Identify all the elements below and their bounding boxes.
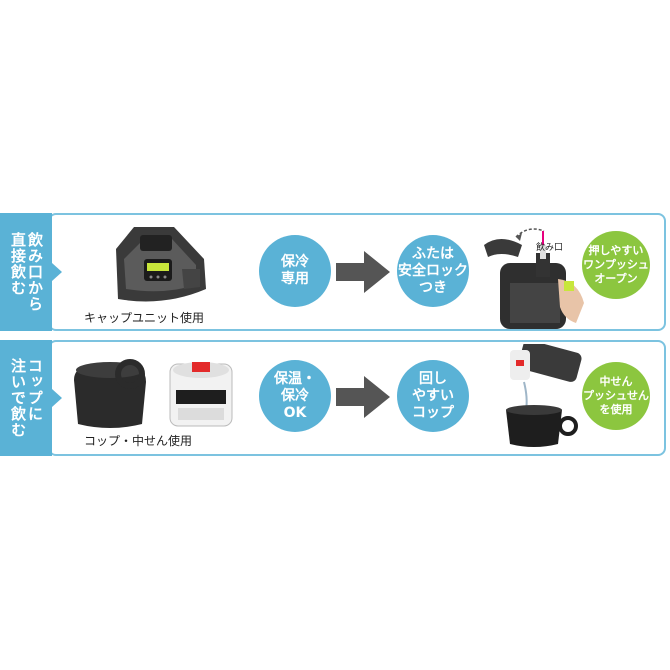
row-direct-drink: 飲み口から 直接飲む キャップユニット使用 保冷 専用 ふたは 安全ロック つき… — [0, 213, 670, 331]
arrow-right-icon — [336, 376, 390, 418]
cap-unit-image — [116, 227, 206, 302]
bottle-open-lid-image — [484, 228, 584, 329]
cup-and-stopper-image — [74, 359, 233, 428]
tab-pointer — [52, 389, 62, 407]
cup-stopper-caption: コップ・中せん使用 — [84, 434, 193, 448]
circle-hot-cold-ok: 保温・ 保冷 OK — [259, 360, 331, 432]
circle-cold-only: 保冷 専用 — [259, 235, 331, 307]
circle-safety-lock: ふたは 安全ロック つき — [397, 235, 469, 307]
tab-direct-drink: 飲み口から 直接飲む — [0, 213, 52, 331]
cap-unit-caption: キャップユニット使用 — [84, 311, 205, 325]
pouring-cup-image — [506, 344, 582, 447]
tab-direct-drink-label: 飲み口から 直接飲む — [9, 232, 44, 312]
tab-cup-drink: コップに 注いで飲む — [0, 340, 52, 456]
tab-cup-drink-label: コップに 注いで飲む — [9, 358, 44, 438]
row-cup-drink: コップに 注いで飲む コップ・中せん使用 保温・ 保冷 OK 回し やすい コッ… — [0, 340, 670, 456]
spout-label: 飲み口 — [536, 243, 564, 253]
circle-easy-cup: 回し やすい コップ — [397, 360, 469, 432]
bubble-push-stopper: 中せん (プッシュせん) を使用 — [578, 362, 654, 430]
tab-pointer — [52, 263, 62, 281]
arrow-right-icon — [336, 251, 390, 293]
bubble-one-push-open: 押しやすい ワンプッシュ オープン — [582, 231, 650, 299]
